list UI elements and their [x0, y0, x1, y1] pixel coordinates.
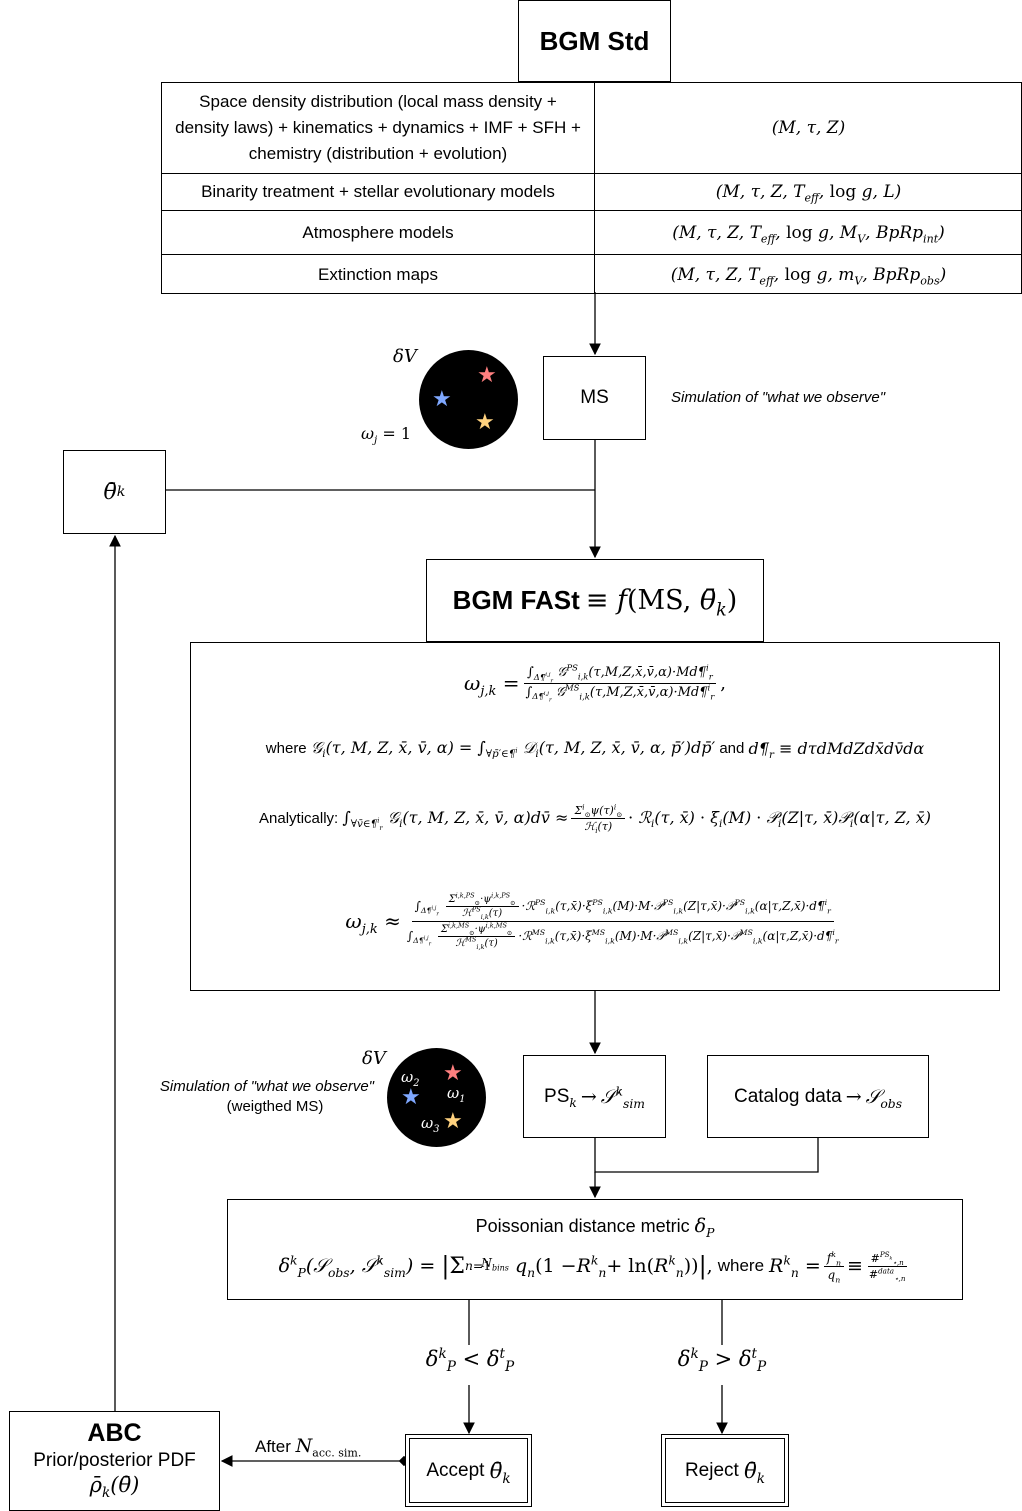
ps-box: PSk→𝒮ksim — [523, 1055, 666, 1138]
abc-subtitle: Prior/posterior PDF — [33, 1450, 196, 1471]
table-row-2-right: (M, τ, Z, Teff, log g, MV, BpRpint) — [594, 210, 1022, 254]
fast-title-math: ≡ f(MS, θ̄k) — [585, 585, 738, 621]
accept-box: Accept θ̄k — [405, 1434, 532, 1507]
ms-caption: Simulation of "what we observe" — [671, 389, 886, 406]
analytic-prefix: Analytically: — [259, 809, 339, 827]
model-table: Space density distribution (local mass d… — [161, 82, 1022, 294]
ms-box: MS — [543, 356, 646, 440]
ms-label: MS — [580, 387, 609, 408]
line-merge-ps-catalog — [594, 1138, 819, 1173]
star-icon: ★ — [401, 1084, 421, 1109]
abc-math: ρ̄k(θ̄) — [89, 1473, 140, 1502]
delta-v-label: δV — [393, 346, 417, 367]
star-icon: ★ — [432, 386, 452, 411]
after-label: After Nacc. sim. — [255, 1435, 362, 1460]
table-row-0-left: Space density distribution (local mass d… — [161, 82, 594, 173]
star-icon: ★ — [443, 1060, 463, 1085]
sim-caption-2: (weigthed MS) — [226, 1098, 324, 1115]
star-icon: ★ — [477, 362, 497, 387]
delta-v-label-2: δV — [362, 1048, 386, 1069]
bgm-fast-box: BGM FASt ≡ f(MS, θ̄k) — [426, 559, 764, 642]
branch-reject-condition: δkP > δtP — [677, 1346, 767, 1376]
ms-star-field: ★ ★ ★ — [419, 350, 518, 449]
table-row-1-right: (M, τ, Z, Teff, log g, L) — [594, 173, 1022, 210]
eq-omega-approx: ωj,k ≈ ∫Δ¶i,jr Σi,k,PS⊙·ψi,k,PS⊙ℋPSi,k(τ… — [345, 891, 839, 951]
reject-box: Reject θ̄k — [661, 1434, 789, 1507]
branch-accept-condition: δkP < δtP — [425, 1346, 515, 1376]
metric-box: Poissonian distance metric δP δkP(𝒮obs, … — [227, 1199, 963, 1300]
star-icon: ★ — [443, 1108, 463, 1133]
theta-box: θ̄k — [63, 450, 166, 534]
where-and: and — [719, 739, 745, 757]
table-row-2-left: Atmosphere models — [161, 210, 594, 254]
eq-where-line: where 𝒢i(τ, M, Z, x̄, v̄, α) = ∫∀p̄′∈¶i … — [265, 738, 925, 761]
sim-caption-1: Simulation of "what we observe" — [159, 1078, 374, 1095]
weighted-star-field: ★ ★ ★ ω1 ω2 ω3 — [387, 1048, 486, 1147]
bgm-std-title: BGM Std — [539, 25, 650, 56]
sim-caption: Simulation of "what we observe" (weigthe… — [136, 1077, 374, 1117]
table-row-1-left: Binarity treatment + stellar evolutionar… — [161, 173, 594, 210]
abc-title: ABC — [87, 1419, 142, 1447]
equations-box: ωj,k = ∫Δ¶i,jr 𝒢PSi,k(τ,M,Z,x̄,v̄,α)·Md¶… — [190, 642, 1000, 991]
catalog-box: Catalog data→𝒮obs — [707, 1055, 929, 1138]
table-row-3-left: Extinction maps — [161, 254, 594, 294]
eq-analytic-line: Analytically: ∫∀v̄∈¶ir 𝒢i(τ, M, Z, x̄, v… — [259, 801, 931, 835]
fast-title-bold: BGM FASt — [452, 585, 580, 615]
metric-title: Poissonian distance metric δP — [475, 1215, 715, 1240]
star-icon: ★ — [475, 409, 495, 434]
eq-omega-ratio: ωj,k = ∫Δ¶i,jr 𝒢PSi,k(τ,M,Z,x̄,v̄,α)·Md¶… — [464, 662, 726, 704]
abc-box: ABC Prior/posterior PDF ρ̄k(θ̄) — [9, 1411, 220, 1511]
bgm-std-box: BGM Std — [518, 0, 671, 82]
where-prefix: where — [265, 739, 307, 757]
table-row-0-right: (M, τ, Z) — [594, 82, 1022, 173]
table-row-3-right: (M, τ, Z, Teff, log g, mV, BpRpobs) — [594, 254, 1022, 294]
metric-where: where — [717, 1256, 765, 1275]
weight-label: ωj = 1 — [361, 424, 412, 447]
